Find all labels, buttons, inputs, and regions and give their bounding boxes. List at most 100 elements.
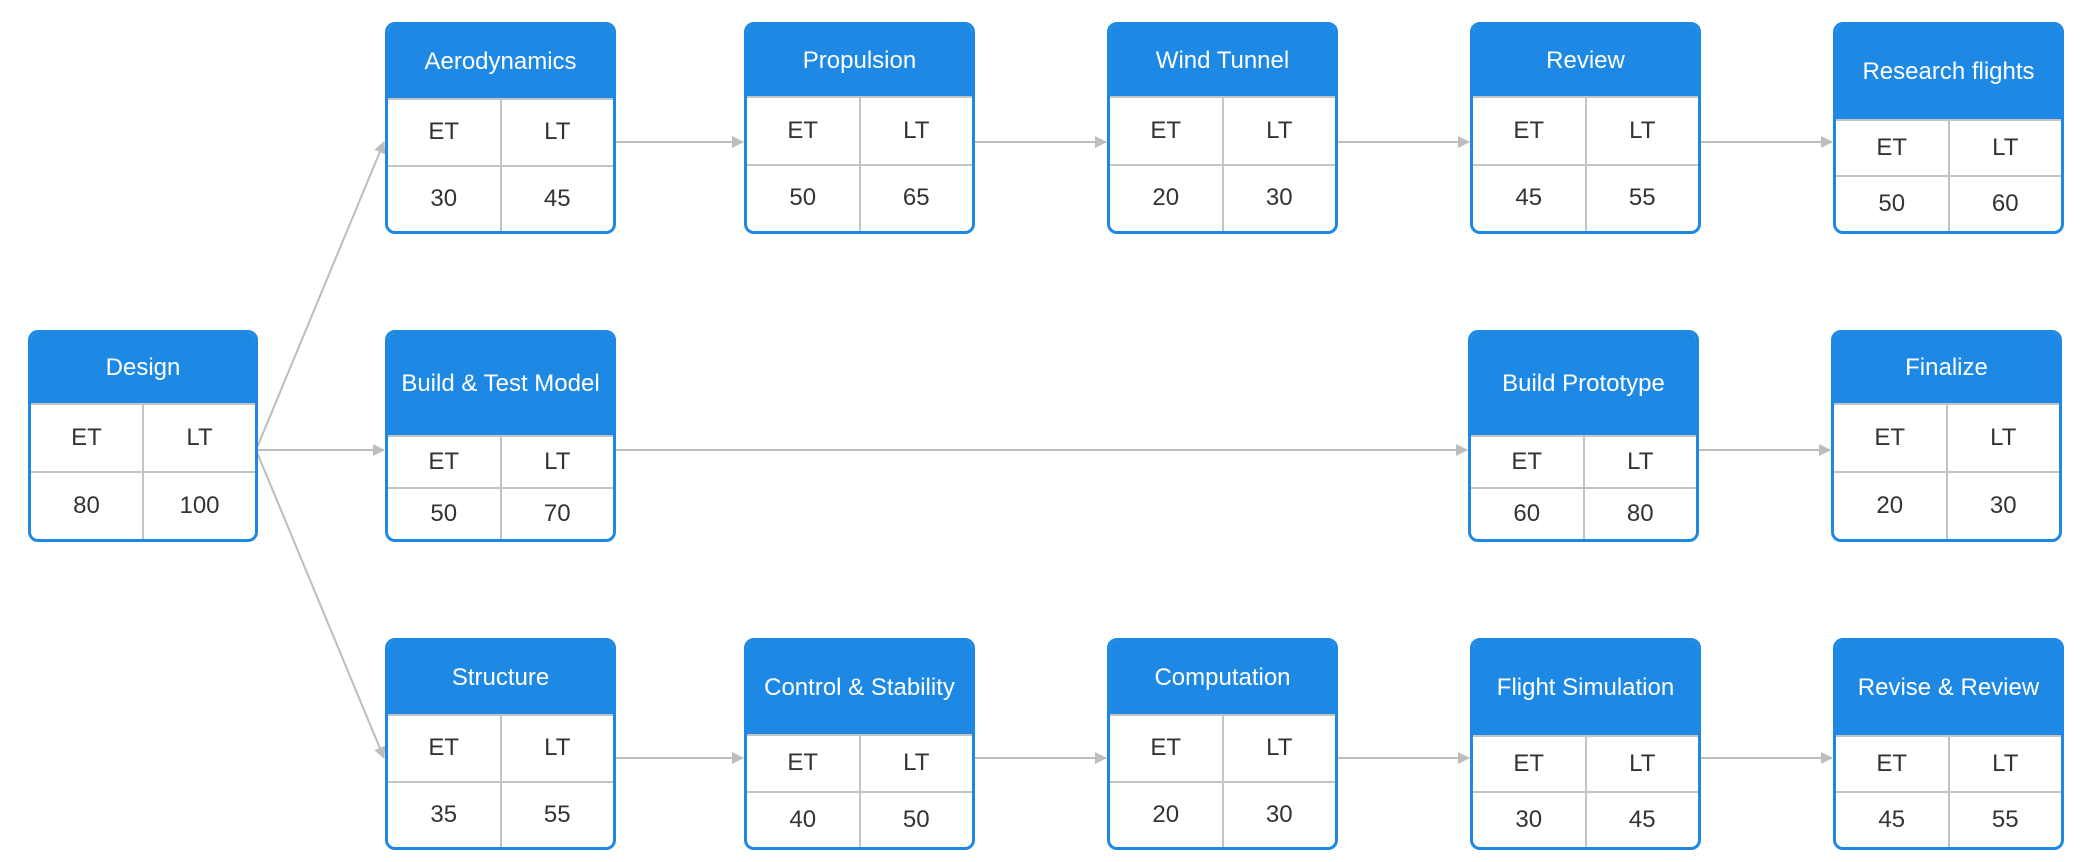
- node-title: Structure: [388, 641, 613, 714]
- et-label: ET: [428, 734, 460, 762]
- lt-value: 45: [499, 166, 614, 231]
- node-header-row: ET LT: [388, 714, 613, 781]
- lt-label: LT: [1582, 437, 1697, 487]
- lt-label: LT: [858, 736, 973, 791]
- et-value: 50: [430, 500, 458, 527]
- lt-label: LT: [1584, 98, 1699, 164]
- et-value: 30: [1515, 806, 1543, 833]
- et-label: ET: [1876, 134, 1908, 161]
- lt-value: 50: [858, 792, 973, 847]
- et-value: 45: [1878, 806, 1906, 833]
- node-header-row: ET LT: [747, 734, 972, 791]
- node-header-row: ET LT: [1836, 119, 2061, 175]
- lt-value: 80: [1582, 489, 1697, 539]
- et-label: ET: [428, 118, 460, 146]
- node-title: Aerodynamics: [388, 25, 613, 98]
- et-value: 30: [430, 184, 458, 212]
- node-title: Build & Test Model: [388, 333, 613, 435]
- lt-label: LT: [499, 716, 614, 781]
- lt-value: 30: [1945, 473, 2060, 539]
- et-value: 20: [1152, 184, 1180, 212]
- et-value: 80: [73, 492, 100, 519]
- lt-value: 30: [1221, 165, 1336, 231]
- et-label: ET: [1874, 424, 1906, 451]
- node-header-row: ET LT: [1473, 96, 1698, 164]
- node-value-row: 45 55: [1473, 163, 1699, 231]
- node-header-row: ET LT: [388, 98, 613, 165]
- lt-value: 55: [1947, 793, 2062, 847]
- et-label: ET: [1513, 750, 1545, 777]
- node-title: Research flights: [1836, 25, 2061, 119]
- lt-value: 45: [1584, 793, 1699, 847]
- node-header-row: ET LT: [1834, 403, 2059, 471]
- et-label: ET: [1150, 734, 1182, 762]
- lt-value: 100: [142, 473, 255, 539]
- et-label: ET: [1513, 116, 1545, 144]
- et-label: ET: [1511, 448, 1543, 475]
- node-title: Computation: [1110, 641, 1335, 714]
- et-value: 20: [1876, 492, 1904, 519]
- lt-value: 55: [499, 782, 614, 847]
- et-label: ET: [1876, 750, 1908, 777]
- et-value: 45: [1515, 184, 1543, 212]
- lt-label: LT: [1221, 98, 1336, 164]
- lt-label: LT: [1945, 405, 2060, 471]
- lt-value: 60: [1947, 177, 2062, 231]
- et-label: ET: [787, 749, 819, 777]
- et-value: 20: [1152, 800, 1180, 828]
- lt-value: 65: [858, 165, 973, 231]
- lt-value: 55: [1584, 165, 1699, 231]
- arrow-design-to-structure: [255, 449, 386, 759]
- node-header-row: ET LT: [1110, 96, 1335, 164]
- node-header-row: ET LT: [747, 96, 972, 164]
- et-value: 50: [789, 184, 817, 212]
- lt-label: LT: [142, 405, 255, 471]
- node-value-row: 45 55: [1836, 791, 2061, 847]
- node-title: Propulsion: [747, 25, 972, 96]
- node-title: Design: [31, 333, 255, 403]
- node-header-row: ET LT: [1836, 735, 2061, 791]
- node-title: Wind Tunnel: [1110, 25, 1335, 96]
- node-title: Finalize: [1834, 333, 2059, 403]
- node-value-row: 35 55: [388, 780, 614, 847]
- node-title: Build Prototype: [1471, 333, 1696, 435]
- et-label: ET: [787, 116, 819, 144]
- lt-label: LT: [858, 98, 973, 164]
- node-value-row: 30 45: [1473, 791, 1698, 847]
- node-header-row: ET LT: [1471, 435, 1696, 487]
- et-label: ET: [1150, 116, 1182, 144]
- et-value: 35: [430, 800, 458, 828]
- node-title: Flight Simulation: [1473, 641, 1698, 735]
- lt-label: LT: [1947, 737, 2062, 791]
- node-value-row: 50 65: [747, 163, 973, 231]
- node-value-row: 30 45: [388, 164, 614, 231]
- lt-label: LT: [499, 437, 614, 487]
- node-title: Control & Stability: [747, 641, 972, 734]
- et-value: 60: [1513, 500, 1541, 527]
- lt-label: LT: [1947, 121, 2062, 175]
- lt-label: LT: [499, 100, 614, 165]
